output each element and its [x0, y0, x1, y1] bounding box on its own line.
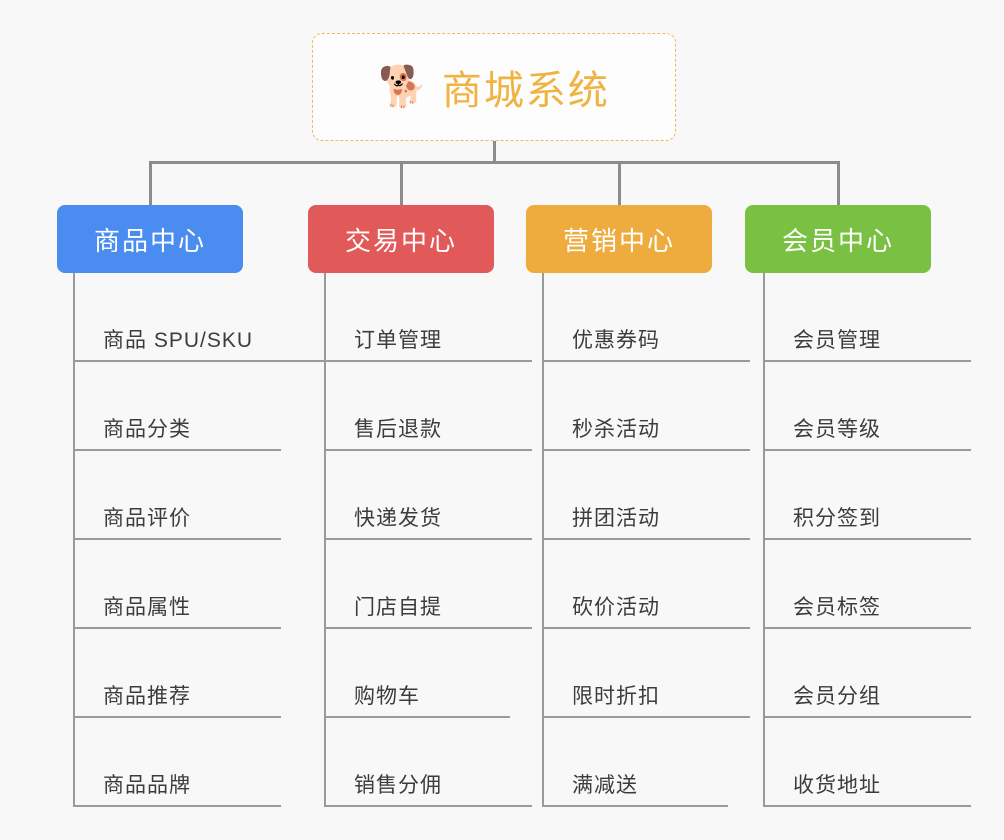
- leaf-item[interactable]: 会员分组: [763, 629, 971, 718]
- leaf-item-label: 优惠券码: [542, 324, 750, 362]
- root-stem: [493, 141, 496, 164]
- leaf-item[interactable]: 会员标签: [763, 540, 971, 629]
- leaf-spine: [542, 273, 544, 807]
- shiba-dog-face-icon: 🐕: [378, 64, 428, 110]
- branch-marketing-center: 营销中心优惠券码秒杀活动拼团活动砍价活动限时折扣满减送: [526, 205, 750, 807]
- leaf-item-label: 商品推荐: [73, 680, 281, 718]
- branch-header-marketing-center[interactable]: 营销中心: [526, 205, 712, 273]
- leaf-spine: [324, 273, 326, 807]
- leaf-item[interactable]: 秒杀活动: [542, 362, 750, 451]
- leaf-item[interactable]: 商品分类: [73, 362, 281, 451]
- branch-drop-marketing-center: [618, 161, 621, 205]
- leaf-item-label: 商品评价: [73, 502, 281, 540]
- leaf-item[interactable]: 积分签到: [763, 451, 971, 540]
- branch-header-product-center[interactable]: 商品中心: [57, 205, 243, 273]
- leaf-list-trade-center: 订单管理售后退款快递发货门店自提购物车销售分佣: [308, 273, 532, 807]
- leaf-item-label: 会员管理: [763, 324, 971, 362]
- leaf-item-label: 秒杀活动: [542, 413, 750, 451]
- branch-drop-trade-center: [400, 161, 403, 205]
- leaf-item[interactable]: 优惠券码: [542, 273, 750, 362]
- leaf-item-label: 购物车: [324, 680, 510, 718]
- leaf-spine: [73, 273, 75, 807]
- leaf-item[interactable]: 收货地址: [763, 718, 971, 807]
- leaf-item-label: 商品品牌: [73, 769, 281, 807]
- leaf-item-label: 收货地址: [763, 769, 971, 807]
- branch-header-trade-center[interactable]: 交易中心: [308, 205, 494, 273]
- leaf-item-label: 会员标签: [763, 591, 971, 629]
- leaf-item-label: 快递发货: [324, 502, 532, 540]
- leaf-item-label: 商品分类: [73, 413, 281, 451]
- leaf-item[interactable]: 销售分佣: [324, 718, 532, 807]
- leaf-list-member-center: 会员管理会员等级积分签到会员标签会员分组收货地址: [745, 273, 971, 807]
- root-node[interactable]: 🐕 商城系统: [312, 33, 676, 141]
- leaf-item-label: 会员分组: [763, 680, 971, 718]
- leaf-item-label: 门店自提: [324, 591, 532, 629]
- branch-header-member-center[interactable]: 会员中心: [745, 205, 931, 273]
- leaf-item-label: 满减送: [542, 769, 728, 807]
- leaf-item[interactable]: 快递发货: [324, 451, 532, 540]
- leaf-item-label: 订单管理: [324, 324, 532, 362]
- branch-trade-center: 交易中心订单管理售后退款快递发货门店自提购物车销售分佣: [308, 205, 532, 807]
- leaf-list-product-center: 商品 SPU/SKU 商品分类商品评价商品属性商品推荐商品品牌: [57, 273, 327, 807]
- leaf-item[interactable]: 售后退款: [324, 362, 532, 451]
- leaf-item[interactable]: 满减送: [542, 718, 728, 807]
- leaf-item[interactable]: 拼团活动: [542, 451, 750, 540]
- leaf-item[interactable]: 订单管理: [324, 273, 532, 362]
- leaf-item[interactable]: 商品属性: [73, 540, 281, 629]
- leaf-item[interactable]: 会员管理: [763, 273, 971, 362]
- leaf-item[interactable]: 砍价活动: [542, 540, 750, 629]
- leaf-item[interactable]: 购物车: [324, 629, 510, 718]
- root-title: 商城系统: [441, 69, 610, 113]
- leaf-item[interactable]: 商品推荐: [73, 629, 281, 718]
- leaf-item[interactable]: 商品品牌: [73, 718, 281, 807]
- leaf-item-label: 商品 SPU/SKU: [73, 324, 327, 362]
- branch-product-center: 商品中心商品 SPU/SKU 商品分类商品评价商品属性商品推荐商品品牌: [57, 205, 327, 807]
- leaf-item-label: 砍价活动: [542, 591, 750, 629]
- branch-drop-member-center: [837, 161, 840, 205]
- leaf-item-label: 售后退款: [324, 413, 532, 451]
- leaf-item-label: 拼团活动: [542, 502, 750, 540]
- leaf-item-label: 销售分佣: [324, 769, 532, 807]
- leaf-item[interactable]: 商品评价: [73, 451, 281, 540]
- branch-drop-product-center: [149, 161, 152, 205]
- leaf-item-label: 商品属性: [73, 591, 281, 629]
- leaf-item-label: 会员等级: [763, 413, 971, 451]
- leaf-item[interactable]: 会员等级: [763, 362, 971, 451]
- connector-bus: [150, 161, 838, 164]
- leaf-item[interactable]: 门店自提: [324, 540, 532, 629]
- leaf-item[interactable]: 限时折扣: [542, 629, 750, 718]
- leaf-spine: [763, 273, 765, 807]
- leaf-item-label: 积分签到: [763, 502, 971, 540]
- branch-member-center: 会员中心会员管理会员等级积分签到会员标签会员分组收货地址: [745, 205, 971, 807]
- leaf-list-marketing-center: 优惠券码秒杀活动拼团活动砍价活动限时折扣满减送: [526, 273, 750, 807]
- leaf-item-label: 限时折扣: [542, 680, 750, 718]
- leaf-item[interactable]: 商品 SPU/SKU: [73, 273, 327, 362]
